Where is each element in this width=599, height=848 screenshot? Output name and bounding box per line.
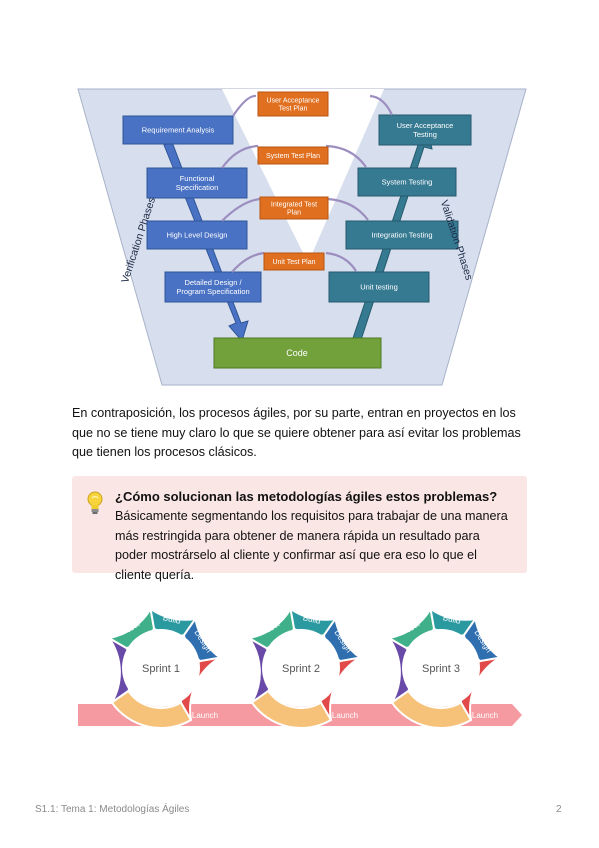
plan-arrow-4-right — [325, 251, 357, 272]
launch-label-3: Launch — [472, 711, 498, 720]
plan-arrow-3-left — [221, 197, 261, 222]
test-plan-box-4 — [263, 252, 325, 271]
sprint-name-2: Sprint 2 — [282, 663, 320, 675]
verification-box-2 — [146, 167, 248, 199]
segment-label: Build — [162, 613, 181, 626]
sprint-center — [122, 629, 200, 707]
sprint-name-1: Sprint 1 — [142, 663, 180, 675]
verification-box-3 — [146, 220, 248, 250]
lightbulb-icon — [87, 491, 103, 514]
validation-box-4 — [328, 271, 430, 303]
plan-arrow-2-left — [221, 144, 259, 169]
validation-box-label: Integration Testing — [371, 231, 432, 240]
plan-arrow-3-right — [327, 197, 369, 221]
test-plan-box-3 — [259, 196, 329, 220]
test-plan-label: System Test Plan — [266, 153, 320, 160]
plan-arrow-1-left — [232, 94, 257, 117]
v-model-inner-cutout — [222, 89, 384, 263]
verification-box-label: High Level Design — [167, 231, 228, 240]
segment-label: Build — [302, 613, 321, 626]
sprint-center — [262, 629, 340, 707]
launch-label-2: Launch — [332, 711, 358, 720]
verification-box-1 — [122, 115, 234, 145]
callout-body: Básicamente segmentando los requisitos p… — [115, 509, 508, 582]
verification-box-4 — [164, 271, 262, 303]
segment-label: Plan — [199, 680, 214, 698]
segment-label: Review — [386, 657, 396, 684]
segment-label: Review — [106, 657, 116, 684]
validation-box-label: Unit testing — [360, 283, 398, 292]
segment-label: Build — [442, 613, 461, 626]
segment-label: Plan — [339, 680, 354, 698]
test-plan-box-2 — [257, 146, 329, 165]
verification-box-label: Detailed Design /Program Specification — [176, 278, 249, 296]
callout-title: ¿Cómo solucionan las metodologías ágiles… — [115, 489, 498, 504]
plan-arrow-1-right — [369, 94, 394, 116]
intro-paragraph: En contraposición, los procesos ágiles, … — [72, 406, 521, 459]
validation-box-label: System Testing — [382, 178, 433, 187]
validation-box-2 — [357, 167, 457, 197]
validation-box-1 — [378, 114, 472, 146]
segment-label: Review — [246, 657, 256, 684]
footer-course-title: S1.1: Tema 1: Metodologías Ágiles — [35, 804, 190, 815]
code-box — [213, 337, 382, 369]
launch-label-1: Launch — [192, 711, 218, 720]
sprint-name-3: Sprint 3 — [422, 663, 460, 675]
code-label: Code — [286, 348, 308, 358]
page-number: 2 — [556, 804, 562, 815]
test-plan-box-1 — [257, 91, 329, 117]
validation-box-3 — [345, 220, 459, 250]
verification-box-label: Requirement Analysis — [142, 126, 215, 135]
sprint-center — [402, 629, 480, 707]
segment-label: Plan — [479, 680, 494, 698]
plan-arrow-2-right — [325, 144, 367, 168]
plan-arrow-4-left — [231, 251, 265, 273]
callout-box: ¿Cómo solucionan las metodologías ágiles… — [72, 476, 527, 582]
test-plan-label: Unit Test Plan — [272, 259, 315, 266]
